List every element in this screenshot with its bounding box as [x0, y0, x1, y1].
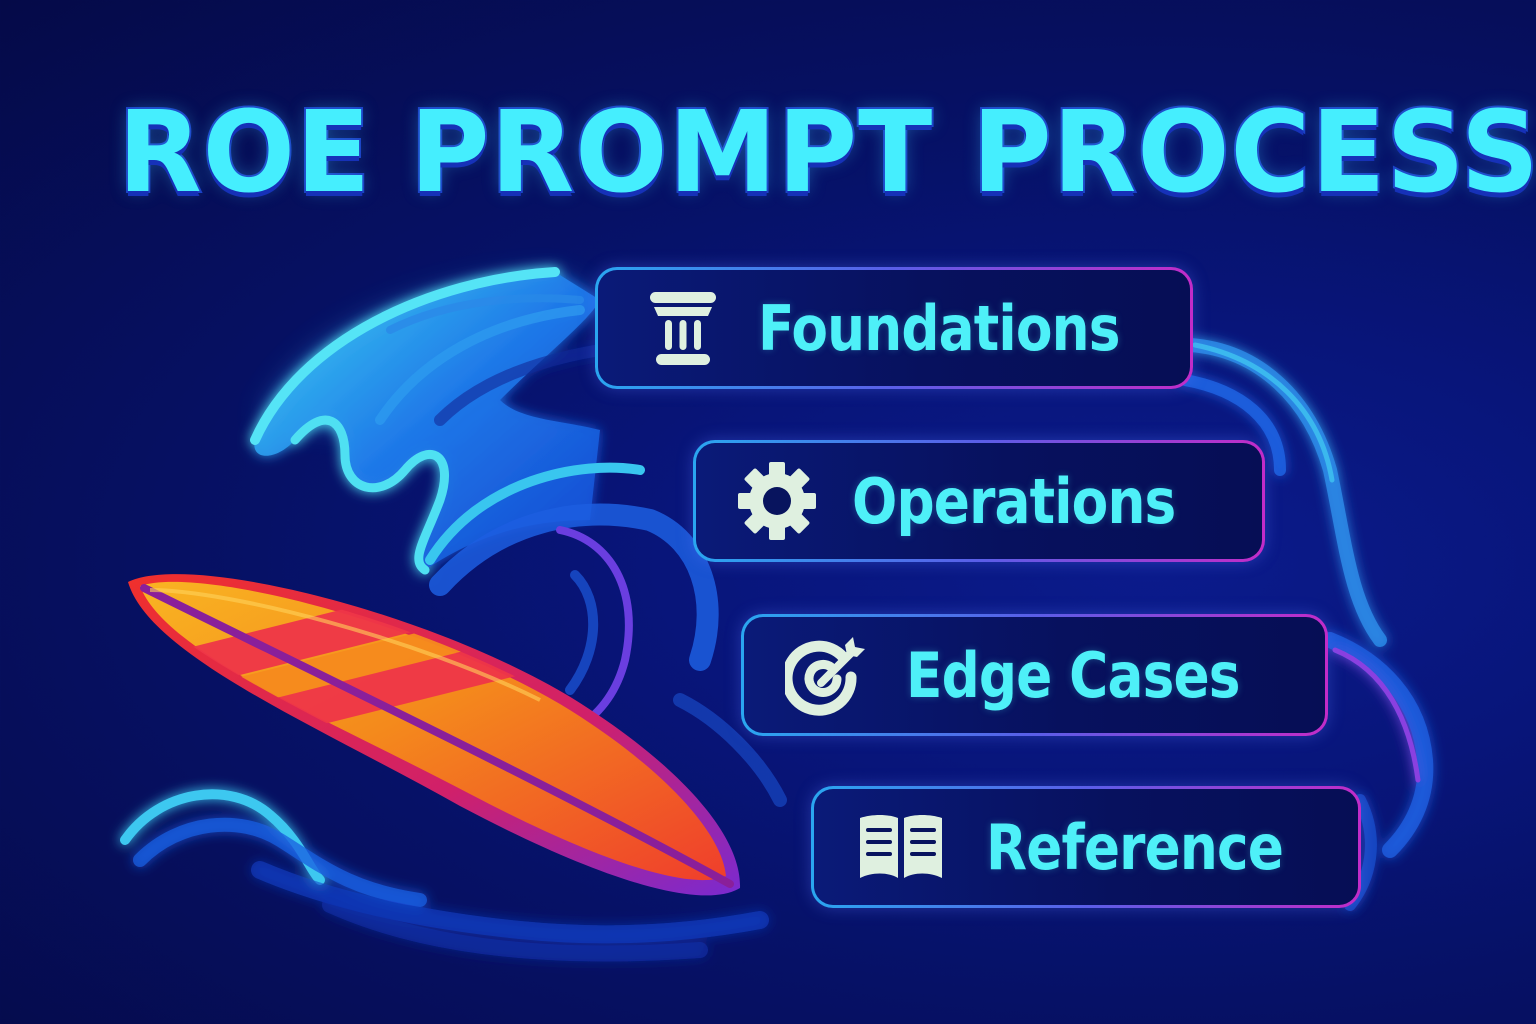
small-wave: [120, 789, 769, 962]
step-label: Edge Cases: [906, 638, 1240, 712]
step-card-body: Reference: [814, 789, 1358, 905]
step-label: Reference: [986, 810, 1284, 884]
step-label: Foundations: [758, 291, 1120, 365]
step-label: Operations: [852, 464, 1176, 538]
step-card-body: Foundations: [598, 270, 1190, 386]
big-wave: [250, 267, 606, 575]
step-card-body: Operations: [696, 443, 1262, 559]
page-title: ROE PROMPT PROCESS: [116, 86, 1536, 220]
step-card-operations[interactable]: Operations: [693, 440, 1265, 562]
open-book-icon: [856, 802, 946, 892]
gear-icon: [732, 456, 822, 546]
pillar-icon: [638, 283, 728, 373]
step-card-edge-cases[interactable]: Edge Cases: [741, 614, 1328, 736]
step-card-foundations[interactable]: Foundations: [595, 267, 1193, 389]
step-card-body: Edge Cases: [744, 617, 1325, 733]
step-card-reference[interactable]: Reference: [811, 786, 1361, 908]
target-dart-icon: [782, 630, 872, 720]
